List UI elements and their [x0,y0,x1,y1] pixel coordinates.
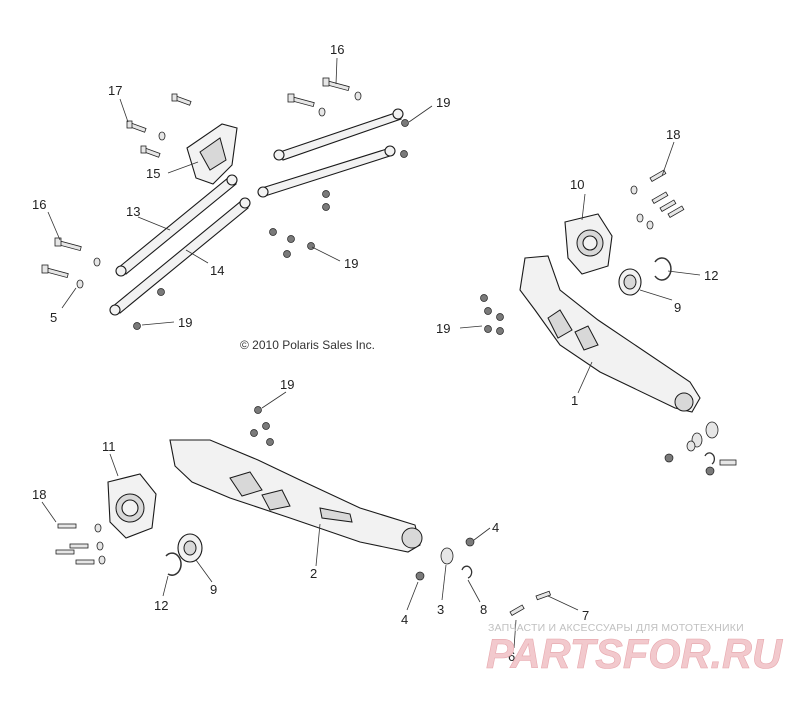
bolt-icon [55,549,75,555]
bolt-icon [57,523,77,529]
hub-10[interactable] [564,213,613,275]
bolt-icon [659,199,677,213]
upper-control-rods[interactable] [257,108,404,198]
callout-3: 3 [437,602,444,617]
rod-13-part[interactable] [115,174,238,277]
callout-18-right: 18 [666,127,680,142]
bolts-18-right[interactable] [630,169,685,230]
copyright-text: © 2010 Polaris Sales Inc. [240,338,375,352]
bolt-icon [667,205,685,219]
bolts-18-left[interactable] [55,523,106,565]
callout-17: 17 [108,83,122,98]
snap-ring-12-left[interactable] [165,552,182,576]
rod-upper-a[interactable] [273,108,404,161]
bearing-9-left[interactable] [177,533,203,563]
callout-7: 7 [582,608,589,623]
callout-1: 1 [571,393,578,408]
bolts-17[interactable] [126,93,192,158]
bolt-icon [322,77,350,92]
callout-19-right: 19 [436,321,450,336]
bolts-16-upper[interactable] [287,77,362,117]
callout-16-left: 16 [32,197,46,212]
bracket-15-part[interactable] [186,123,238,185]
callout-9-left: 9 [210,582,217,597]
callout-8: 8 [480,602,487,617]
callout-11: 11 [102,439,116,454]
bolt-icon [75,559,95,565]
callout-10: 10 [570,177,584,192]
bolt-icon [171,93,192,106]
watermark-tagline: ЗАПЧАСТИ И АКСЕССУАРЫ ДЛЯ МОТОТЕХНИКИ [488,622,744,634]
leader-lines [41,57,701,649]
bolt-icon [126,120,147,133]
callout-19-left: 19 [178,315,192,330]
callout-4-right: 4 [492,520,499,535]
callout-5: 5 [50,310,57,325]
nuts-19-upper[interactable] [133,119,409,330]
bolt-icon [651,191,669,205]
nuts-19-right[interactable] [480,294,504,335]
bolt-icon [287,93,315,108]
callout-4-left: 4 [401,612,408,627]
callout-2: 2 [310,566,317,581]
bolt-icon [140,145,161,158]
bolt-icon [649,169,667,183]
bolt-icon [69,543,89,549]
bolt-icon [41,264,69,279]
hub-11[interactable] [107,473,157,539]
bearing-9-right[interactable] [618,268,642,296]
callout-6: 6 [508,649,515,664]
callout-16-upper: 16 [330,42,344,57]
callout-18-left: 18 [32,487,46,502]
rod-14-part[interactable] [109,197,251,316]
snap-ring-12-right[interactable] [654,257,672,281]
callout-15: 15 [146,166,160,181]
callout-19-lower: 19 [280,377,294,392]
callout-labels: 16 17 19 15 16 13 14 19 5 19 19 18 10 12… [32,42,718,664]
callout-13: 13 [126,204,140,219]
trailing-arm-2[interactable] [169,439,423,553]
trailing-arm-1[interactable] [519,255,701,413]
pivot-hardware-lower[interactable] [415,537,552,617]
callout-19-top: 19 [436,95,450,110]
callout-14: 14 [210,263,224,278]
callout-12-left: 12 [154,598,168,613]
callout-12-right: 12 [704,268,718,283]
callout-9-right: 9 [674,300,681,315]
watermark-logo: PARTSFOR.RU [486,630,784,677]
bolt-icon [54,237,82,252]
rod-upper-b[interactable] [257,145,396,198]
pivot-hardware-right[interactable] [664,421,737,476]
callout-19-mid: 19 [344,256,358,271]
bolts-16-left[interactable] [41,237,101,289]
nuts-19-lower[interactable] [250,406,274,446]
